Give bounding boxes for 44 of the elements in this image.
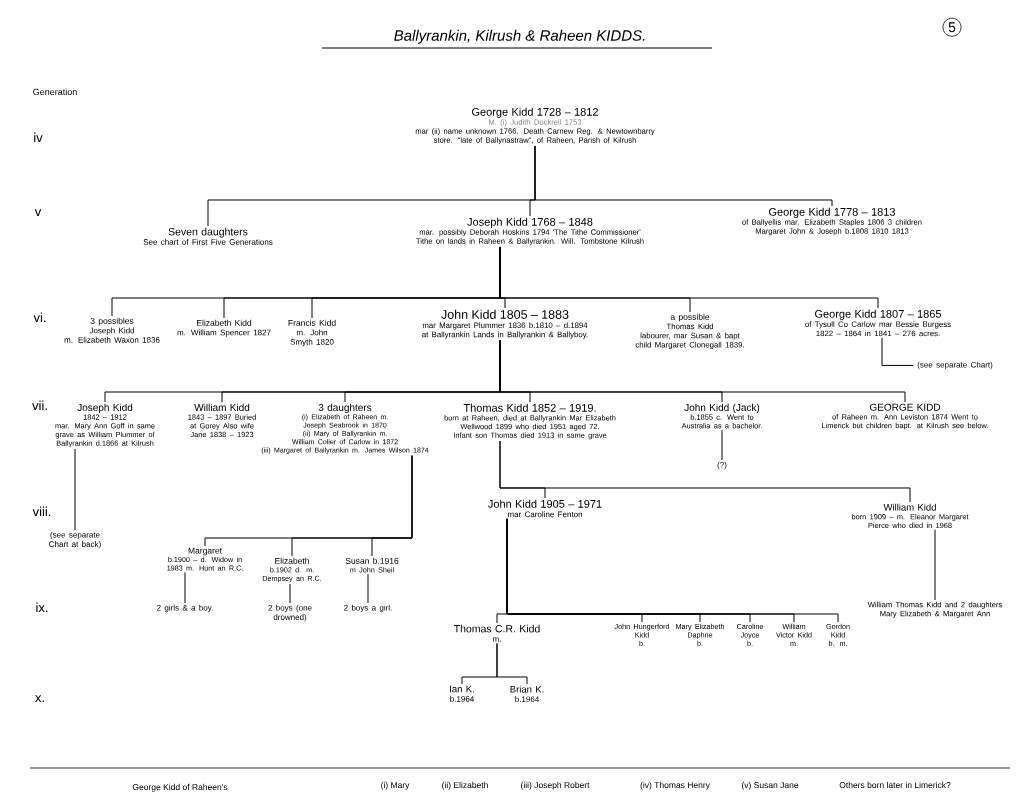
page-number: 5 [942,17,962,37]
footnote-text: George Kidd of Raheen's [132,783,228,792]
person-entry: (?) [717,461,727,470]
person-entry: Seven daughters See chart of First Five Generations [143,227,273,245]
family-line [499,246,879,309]
family-line [934,529,936,601]
footnote-text: (iii) Joseph Robert [521,781,590,790]
family-line [534,145,833,207]
footnote-text: (v) Susan Jane [741,781,799,790]
footnote-text: (i) Mary [381,781,410,790]
footnote-text: Others born later in Limerick? [839,781,951,789]
footnote-text: (iv) Thomas Henry [640,781,710,790]
family-line [496,642,528,685]
generation-numeral: viii. [32,506,51,516]
family-line [184,571,186,604]
family-line [74,448,76,531]
generation-numeral: ix. [36,602,48,612]
family-line [499,339,906,403]
family-line [371,455,413,557]
person-entry: (see separate Chart) [917,361,993,370]
family-line [499,440,911,503]
generation-numeral: vi. [33,312,46,322]
person-entry: Francis Kidd m. John Smyth 1820 [288,319,336,347]
heading: Generation [33,88,77,96]
person-entry: Elizabeth Kidd m. William Spencer 1827 [177,319,271,337]
family-line [289,583,291,604]
footnote-text: (ii) Elizabeth [442,781,488,790]
person-entry: 2 girls & a boy. [157,604,213,613]
generation-numeral: x. [35,695,44,702]
person-entry: 3 possibles Joseph Kidd m. Elizabeth Waxon 1836 [64,317,160,343]
person-entry: Brian K. b.1964 [510,685,544,703]
person-entry: (see separate Chart at back) [49,531,101,549]
person-entry: Ian K. b.1964 [450,685,474,702]
person-entry: John Kidd 1905 – 1971 mar Caroline Fenton [488,499,602,518]
generation-numeral: vii. [32,400,47,410]
title: Ballyrankin, Kilrush & Raheen KIDDS. [394,29,645,44]
family-line [881,337,914,366]
family-line [721,429,723,461]
family-line [367,573,369,604]
person-entry: Thomas C.R. Kidd m. [453,624,540,642]
person-entry: 2 boys (one drowned) [268,604,312,622]
generation-numeral: v [34,209,42,216]
person-entry: 2 boys a girl. [344,604,392,613]
generation-numeral: iv [34,132,43,142]
